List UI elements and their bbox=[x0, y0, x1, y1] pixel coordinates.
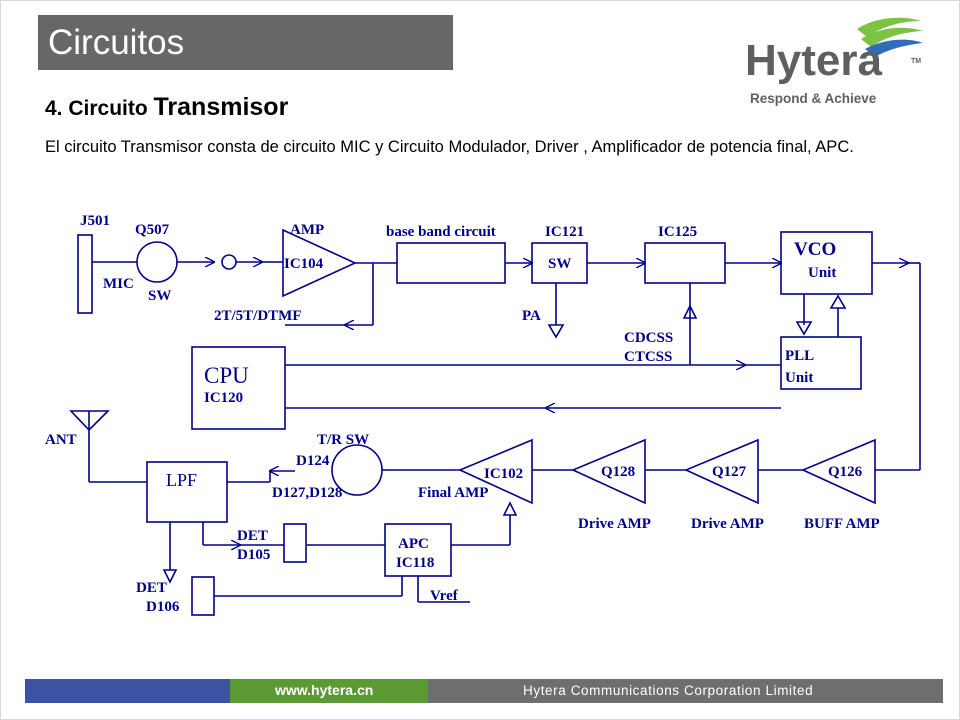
label-det-1: DET bbox=[237, 528, 268, 544]
label-d106: D106 bbox=[146, 599, 180, 615]
label-q128: Q128 bbox=[601, 464, 635, 480]
label-ic121: IC121 bbox=[545, 224, 584, 240]
footer-company: Hytera Communications Corporation Limite… bbox=[523, 683, 814, 698]
cpu-ic120 bbox=[191, 346, 286, 430]
label-ic121-sw: SW bbox=[548, 256, 571, 272]
label-tone: 2T/5T/DTMF bbox=[214, 308, 302, 324]
label-d124: D124 bbox=[296, 453, 330, 469]
pll-unit bbox=[780, 336, 862, 390]
logo-tagline: Respond & Achieve bbox=[750, 91, 877, 106]
label-buff-amp: BUFF AMP bbox=[804, 516, 880, 532]
footer-segment-gray bbox=[428, 679, 943, 703]
q127-amp bbox=[684, 438, 759, 505]
slide-title: Circuitos bbox=[48, 23, 185, 62]
heading-prefix: 4. Circuito bbox=[45, 97, 148, 120]
j501-connector bbox=[77, 234, 93, 314]
q126-amp bbox=[801, 438, 876, 505]
label-drive-amp-2: Drive AMP bbox=[691, 516, 764, 532]
ic125-block bbox=[644, 242, 726, 284]
label-pa: PA bbox=[522, 308, 541, 324]
label-ic104: IC104 bbox=[284, 256, 324, 272]
footer-segment-green bbox=[230, 679, 428, 703]
tone-arrow bbox=[682, 304, 698, 319]
label-det-2: DET bbox=[136, 580, 167, 596]
label-ic120: IC120 bbox=[204, 390, 243, 406]
final-amp-ic102 bbox=[458, 438, 533, 505]
label-j501: J501 bbox=[80, 213, 110, 229]
label-ic102: IC102 bbox=[484, 466, 523, 482]
logo-wing-green-2 bbox=[861, 27, 923, 47]
label-q126: Q126 bbox=[828, 464, 863, 480]
label-vco-unit: Unit bbox=[808, 265, 836, 281]
label-cdcss: CDCSS bbox=[624, 330, 673, 346]
baseband-circuit bbox=[396, 242, 506, 284]
label-cpu: CPU bbox=[204, 363, 249, 388]
description-text: El circuito Transmisor consta de circuit… bbox=[45, 138, 854, 156]
heading-main: Transmisor bbox=[153, 93, 289, 121]
label-ic125: IC125 bbox=[658, 224, 697, 240]
label-ic118: IC118 bbox=[396, 555, 434, 571]
pa-arrow bbox=[547, 324, 565, 339]
footer-url[interactable]: www.hytera.cn bbox=[275, 682, 374, 698]
label-d105: D105 bbox=[237, 547, 270, 563]
label-final-amp: Final AMP bbox=[418, 485, 488, 501]
det-d106 bbox=[191, 576, 215, 616]
test-point bbox=[221, 254, 237, 270]
lpf-block bbox=[146, 461, 228, 523]
label-drive-amp-1: Drive AMP bbox=[578, 516, 651, 532]
q128-amp bbox=[571, 438, 646, 505]
det-d105 bbox=[283, 523, 307, 563]
label-d127: D127,D128 bbox=[272, 485, 342, 501]
label-baseband: base band circuit bbox=[386, 224, 496, 240]
label-amp: AMP bbox=[290, 222, 324, 238]
logo-wing-green bbox=[857, 17, 921, 37]
logo-tm: TM bbox=[911, 58, 921, 65]
q507-switch bbox=[136, 241, 178, 283]
label-lpf: LPF bbox=[166, 470, 197, 490]
logo-wordmark: Hytera bbox=[745, 36, 882, 85]
amp-ic104 bbox=[282, 228, 357, 298]
logo-wing-blue bbox=[865, 39, 923, 57]
label-vref: Vref bbox=[430, 588, 459, 604]
label-q507-sw: SW bbox=[148, 288, 171, 304]
label-ant: ANT bbox=[45, 432, 77, 448]
label-pll-unit: Unit bbox=[785, 370, 813, 386]
section-heading: 4. Circuito Transmisor bbox=[45, 93, 288, 122]
label-apc: APC bbox=[398, 536, 429, 552]
label-q507: Q507 bbox=[135, 222, 170, 238]
footer-bar: www.hytera.cn Hytera Communications Corp… bbox=[25, 679, 943, 703]
label-q127: Q127 bbox=[712, 464, 747, 480]
label-trsw: T/R SW bbox=[317, 432, 369, 448]
label-vco: VCO bbox=[794, 239, 836, 260]
hytera-logo: Hytera TM Respond & Achieve bbox=[745, 17, 923, 106]
label-mic: MIC bbox=[103, 276, 134, 292]
footer-segment-blue bbox=[25, 679, 230, 703]
label-ctcss: CTCSS bbox=[624, 349, 672, 365]
label-pll: PLL bbox=[785, 348, 814, 364]
title-bar: Circuitos bbox=[38, 15, 453, 70]
